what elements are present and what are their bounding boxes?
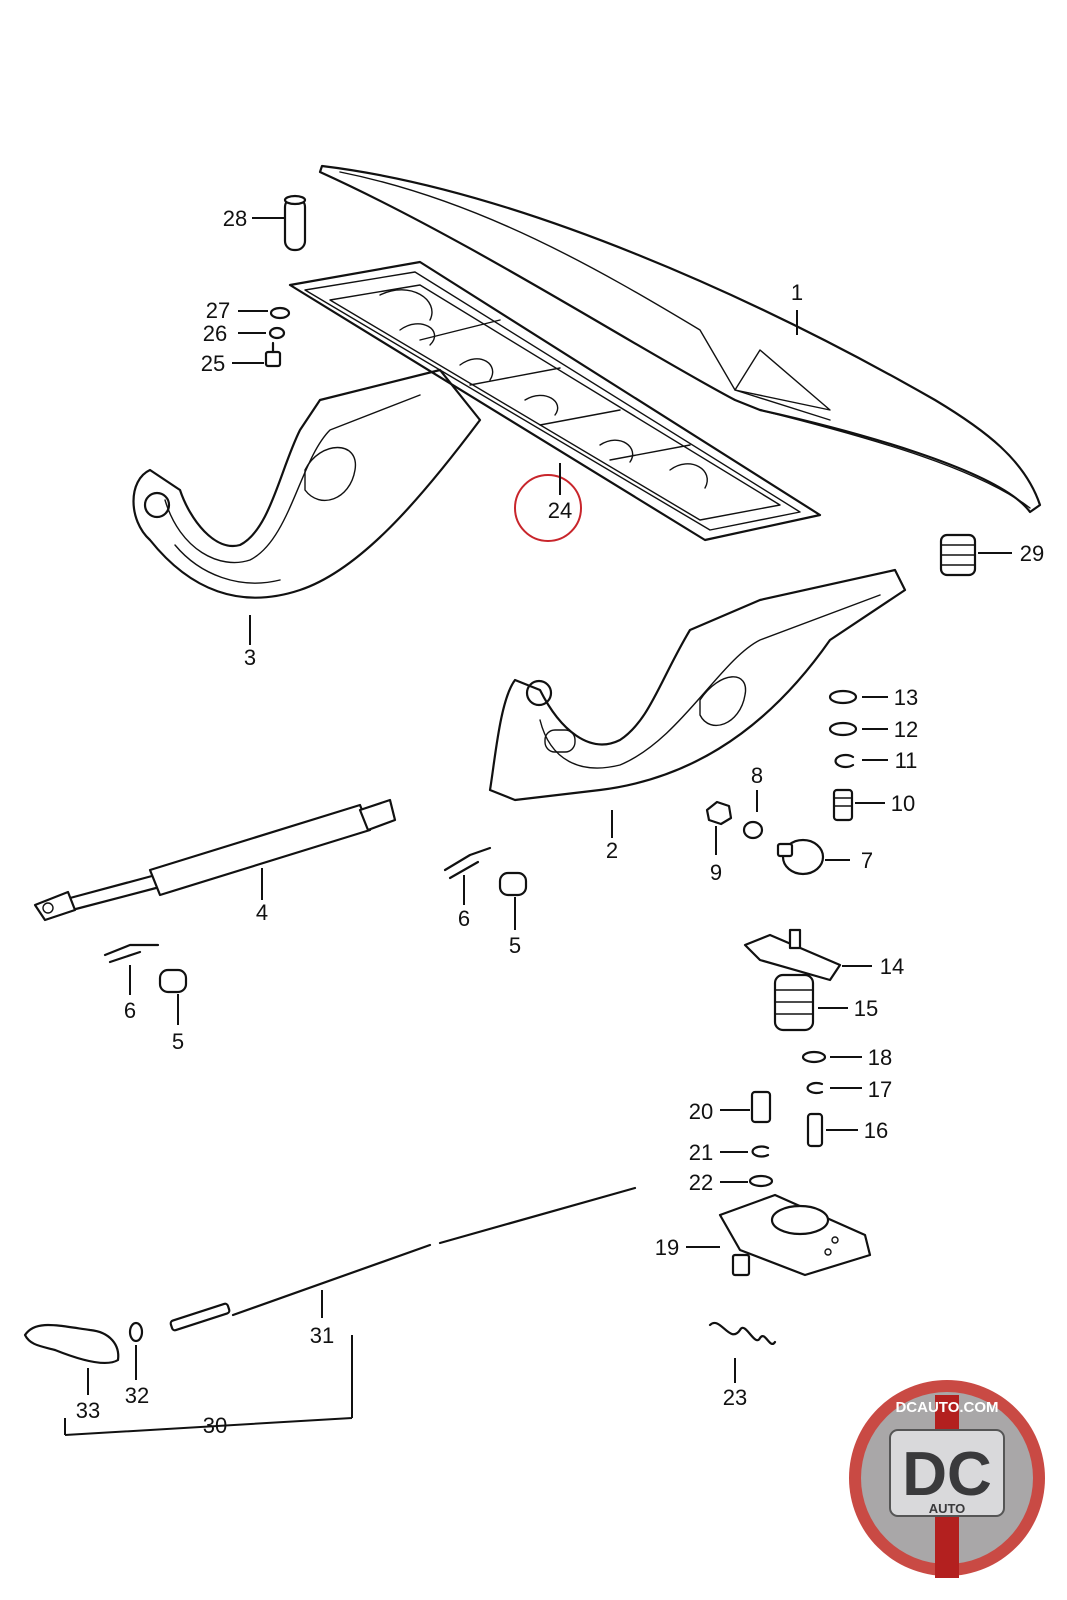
callout-5-lower: 5 <box>172 1029 184 1054</box>
part-10-bolt <box>832 788 854 822</box>
part-20-22-hardware <box>748 1090 774 1188</box>
part-23-spring <box>708 1321 777 1345</box>
part-30-33-release <box>23 1186 637 1436</box>
callout-32: 32 <box>125 1383 149 1408</box>
part-11-13-washers <box>828 689 858 769</box>
callout-15: 15 <box>854 996 878 1021</box>
callout-31: 31 <box>310 1323 334 1348</box>
part-14-15-latch <box>743 928 842 1032</box>
part-8-9-nut-washer <box>705 800 764 840</box>
callout-26: 26 <box>203 321 227 346</box>
part-5-6-clips-pins <box>103 846 528 994</box>
callout-20: 20 <box>689 1099 713 1124</box>
callout-16: 16 <box>864 1118 888 1143</box>
callout-labels: 1 2 3 4 5 5 6 6 7 8 9 10 11 12 13 14 15 … <box>76 206 1044 1438</box>
part-19-latch-plate <box>718 1193 872 1277</box>
callout-24: 24 <box>548 498 572 523</box>
dcauto-logo: DCAUTO.COM DC AUTO <box>849 1380 1045 1578</box>
callout-29: 29 <box>1020 541 1044 566</box>
callout-6-upper: 6 <box>458 906 470 931</box>
part-3-left-hinge <box>132 368 482 599</box>
callout-6-lower: 6 <box>124 998 136 1023</box>
callout-13: 13 <box>894 685 918 710</box>
callout-8: 8 <box>751 763 763 788</box>
part-hood-lid <box>318 164 1042 514</box>
callout-17: 17 <box>868 1077 892 1102</box>
callout-3: 3 <box>244 645 256 670</box>
leader-lines <box>87 217 1012 1395</box>
callout-9: 9 <box>710 860 722 885</box>
callout-28: 28 <box>223 206 247 231</box>
logo-site-text: DCAUTO.COM <box>895 1399 998 1416</box>
callout-30: 30 <box>203 1413 227 1438</box>
part-7-stop <box>776 838 825 876</box>
part-25-27-hardware <box>264 306 291 368</box>
callout-23: 23 <box>723 1385 747 1410</box>
part-inner-frame <box>288 260 822 542</box>
callout-4: 4 <box>256 900 268 925</box>
callout-22: 22 <box>689 1170 713 1195</box>
callout-1: 1 <box>791 280 803 305</box>
callout-18: 18 <box>868 1045 892 1070</box>
callout-19: 19 <box>655 1235 679 1260</box>
part-28-pin <box>283 194 307 252</box>
callout-5-upper: 5 <box>509 933 521 958</box>
part-16-18-hardware <box>801 1050 827 1148</box>
callout-21: 21 <box>689 1140 713 1165</box>
part-2-right-hinge <box>488 568 907 802</box>
part-29-buffer <box>939 533 977 577</box>
callout-25: 25 <box>201 351 225 376</box>
callout-10: 10 <box>891 791 915 816</box>
callout-2: 2 <box>606 838 618 863</box>
part-4-gas-strut <box>33 798 397 922</box>
logo-sub-text: AUTO <box>929 1501 966 1516</box>
logo-mark-text: DC <box>902 1440 992 1509</box>
highlight-circle <box>514 474 582 542</box>
callout-14: 14 <box>880 954 904 979</box>
callout-11: 11 <box>895 748 918 773</box>
callout-12: 12 <box>894 717 918 742</box>
callout-27: 27 <box>206 298 230 323</box>
callout-33: 33 <box>76 1398 100 1423</box>
callout-7: 7 <box>861 848 873 873</box>
